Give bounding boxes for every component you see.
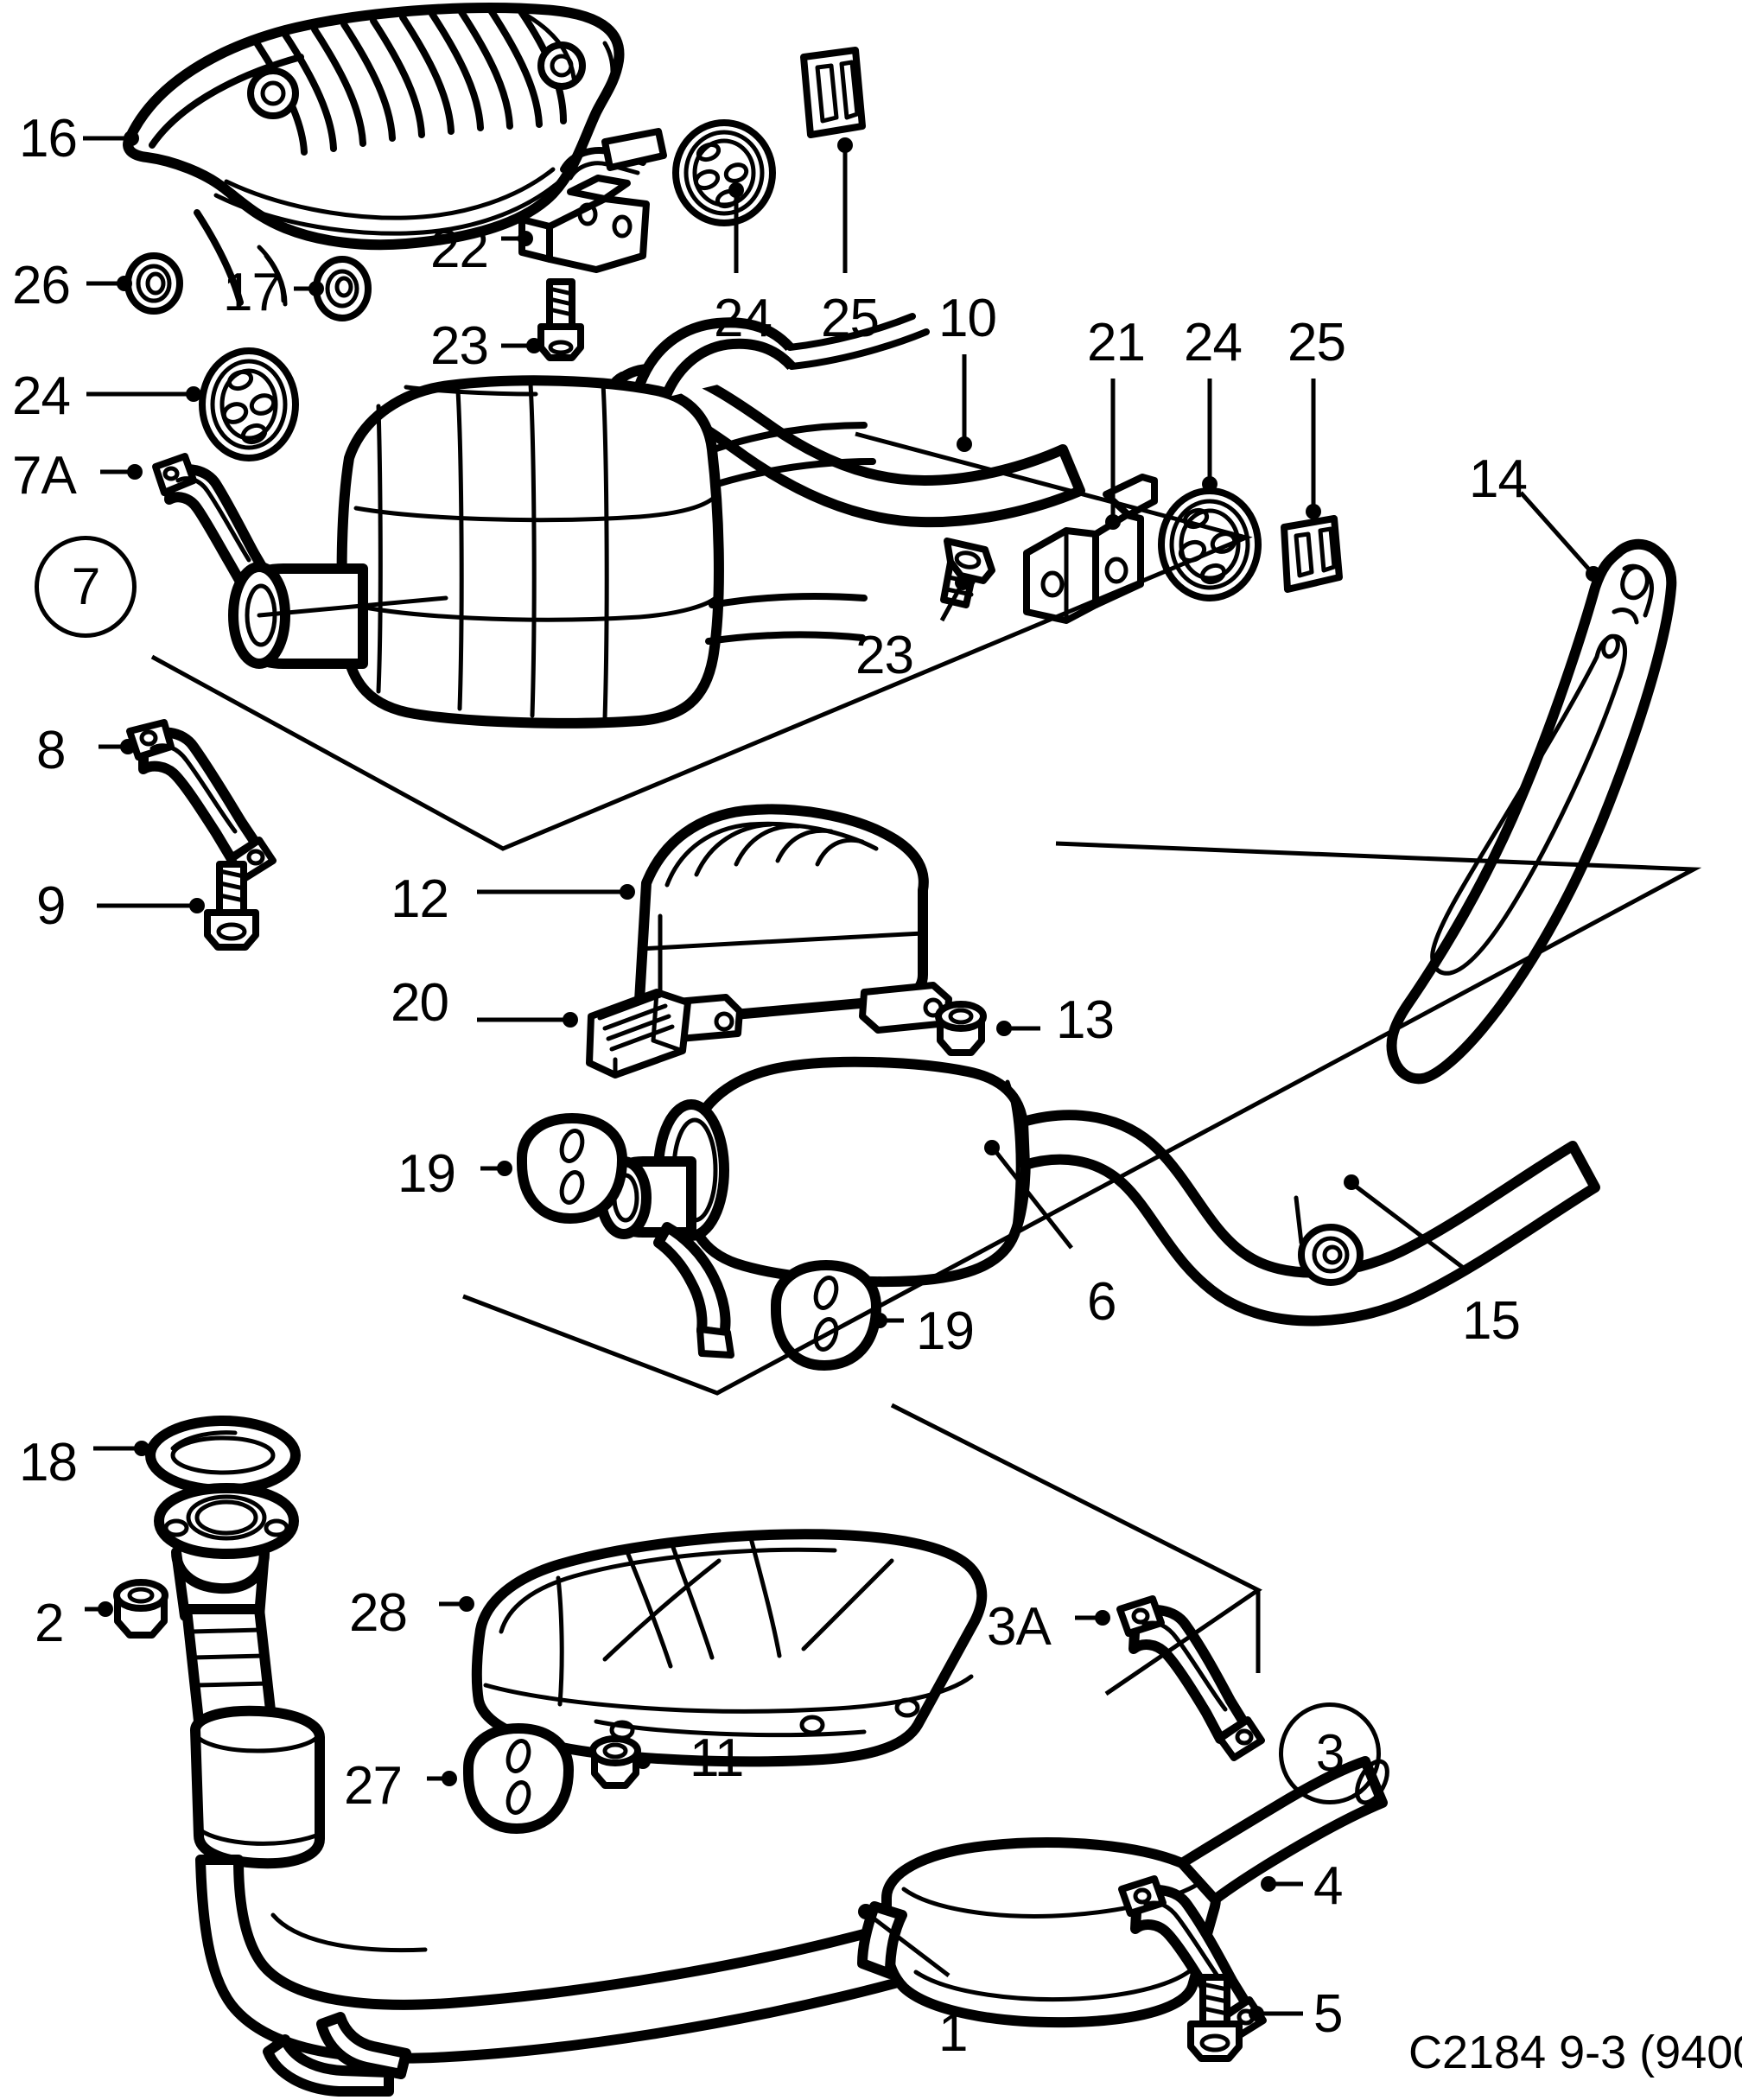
callout-3[interactable]: 3	[1279, 1702, 1381, 1804]
part-18-gasket-ring	[145, 1416, 301, 1495]
part-11-nut	[589, 1735, 641, 1789]
callout-8[interactable]: 8	[36, 721, 66, 780]
callout-24b[interactable]: 24	[1184, 313, 1243, 372]
callout-27[interactable]: 27	[344, 1756, 403, 1816]
part-19-gasket-upper	[517, 1113, 627, 1224]
callout-9[interactable]: 9	[36, 876, 66, 936]
callout-7[interactable]: 7	[35, 536, 137, 638]
callout-26[interactable]: 26	[12, 256, 71, 315]
part-16-manifold-heat-shield	[123, 3, 625, 307]
callout-19a[interactable]: 19	[397, 1144, 456, 1204]
part-25-rubber-block-top	[800, 47, 866, 138]
leader-6	[994, 1149, 1073, 1250]
part-1-catalytic-converter-front-pipe	[154, 1483, 1389, 2097]
part-8-clamp-bracket	[126, 719, 277, 881]
part-21-hanger-bracket	[1023, 474, 1158, 624]
part-25-rubber-block-right	[1281, 515, 1343, 593]
callout-28[interactable]: 28	[349, 1583, 408, 1643]
part-13-nut	[935, 1001, 987, 1056]
callout-25a[interactable]: 25	[821, 289, 880, 348]
part-12-heat-shield	[634, 804, 952, 1044]
callout-13[interactable]: 13	[1056, 990, 1115, 1050]
part-27-gasket	[463, 1723, 574, 1834]
assembly-path-6	[462, 841, 1702, 1396]
part-20-insulator-block	[586, 989, 691, 1079]
part-2-nut	[113, 1579, 168, 1639]
callout-17[interactable]: 17	[223, 263, 282, 322]
callout-18[interactable]: 18	[19, 1433, 78, 1492]
part-24-rubber-mount-left	[199, 347, 299, 461]
callout-6[interactable]: 6	[1087, 1272, 1116, 1332]
callout-21[interactable]: 21	[1087, 313, 1146, 372]
part-23-bolt-upper	[537, 278, 584, 361]
callout-24a[interactable]: 24	[714, 289, 772, 348]
callout-1[interactable]: 1	[938, 2003, 968, 2063]
callout-3A[interactable]: 3A	[987, 1597, 1052, 1657]
callout-23b[interactable]: 23	[855, 626, 914, 685]
part-9-bolt	[204, 861, 259, 951]
callout-5[interactable]: 5	[1313, 1984, 1343, 2044]
part-14-tunnel-heat-shield	[1386, 538, 1677, 1085]
callout-15[interactable]: 15	[1462, 1291, 1521, 1351]
leader-1	[868, 1913, 950, 1977]
leader-14	[1519, 491, 1592, 572]
part-7-rear-silencer	[228, 313, 930, 729]
part-5-bolt	[1187, 1974, 1243, 2062]
callout-4[interactable]: 4	[1313, 1856, 1343, 1916]
callout-19b[interactable]: 19	[916, 1301, 975, 1361]
part-19-gasket-lower	[771, 1260, 881, 1371]
callout-2[interactable]: 2	[35, 1594, 64, 1653]
callout-10[interactable]: 10	[938, 289, 997, 348]
callout-12[interactable]: 12	[391, 869, 449, 929]
callout-16[interactable]: 16	[19, 109, 78, 169]
leader-23-lower	[939, 584, 963, 622]
leader-15	[1353, 1184, 1471, 1274]
callout-24c[interactable]: 24	[12, 366, 71, 426]
part-24-rubber-mount-right	[1158, 487, 1262, 601]
callout-7A[interactable]: 7A	[12, 446, 77, 506]
part-3A-clamp-bracket	[1116, 1595, 1265, 1761]
callout-25b[interactable]: 25	[1287, 313, 1346, 372]
part-24-rubber-mount-top	[672, 119, 776, 226]
diagram-caption: C2184 9-3 (9400)	[1408, 2027, 1742, 2078]
callout-22[interactable]: 22	[430, 220, 489, 279]
callout-11[interactable]: 11	[690, 1728, 744, 1788]
callout-23a[interactable]: 23	[430, 316, 489, 376]
assembly-path-7	[150, 431, 1253, 851]
part-15-nut	[1294, 1195, 1364, 1286]
part-22-hanger-bracket	[518, 128, 667, 273]
callout-20[interactable]: 20	[391, 973, 449, 1033]
part-28-heat-shield	[471, 1529, 988, 1767]
callout-14[interactable]: 14	[1469, 449, 1528, 509]
